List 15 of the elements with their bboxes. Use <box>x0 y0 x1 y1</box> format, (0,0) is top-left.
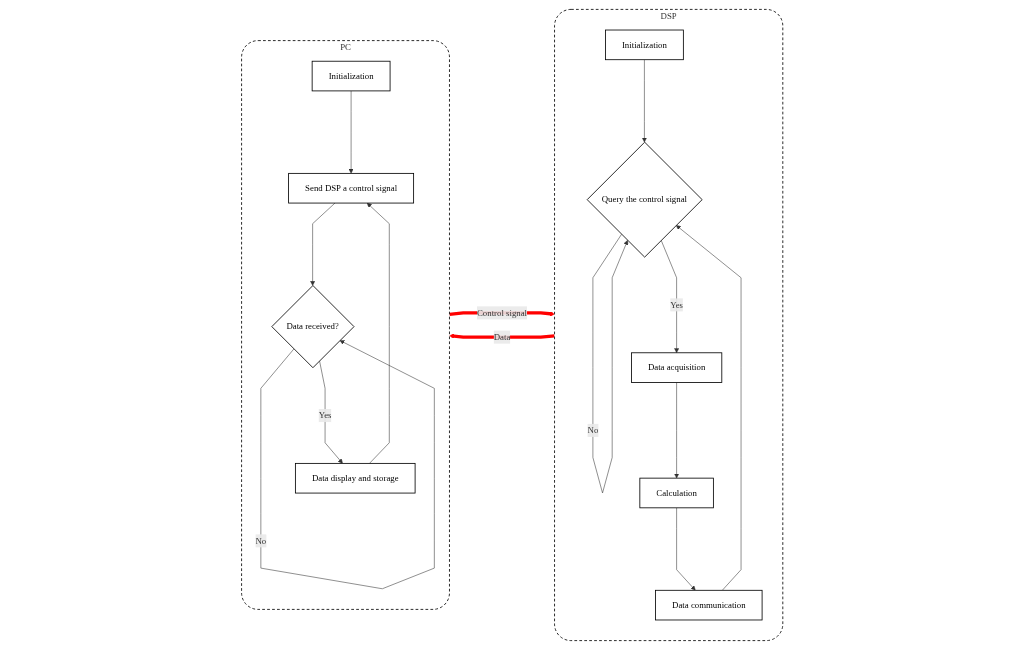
node-box: Data communication <box>654 589 763 620</box>
edge-label: Control signal <box>476 307 527 317</box>
node-box: Send DSP a control signal <box>287 172 414 203</box>
edge-label: Yes <box>318 410 332 420</box>
node-box: Data acquisition <box>630 351 722 383</box>
edge-label: Yes <box>670 299 683 309</box>
edge-label: No <box>255 535 267 545</box>
edge-label: No <box>587 424 599 435</box>
node-box: Initialization <box>311 60 391 91</box>
node-diamond: Data received? <box>271 284 355 368</box>
node-box: Calculation <box>639 477 714 508</box>
edge-label: Data <box>493 331 511 341</box>
node-box: Data display and storage <box>294 462 416 493</box>
node-box: Initialization <box>604 29 684 60</box>
node-diamond: Query the control signal <box>586 141 703 258</box>
